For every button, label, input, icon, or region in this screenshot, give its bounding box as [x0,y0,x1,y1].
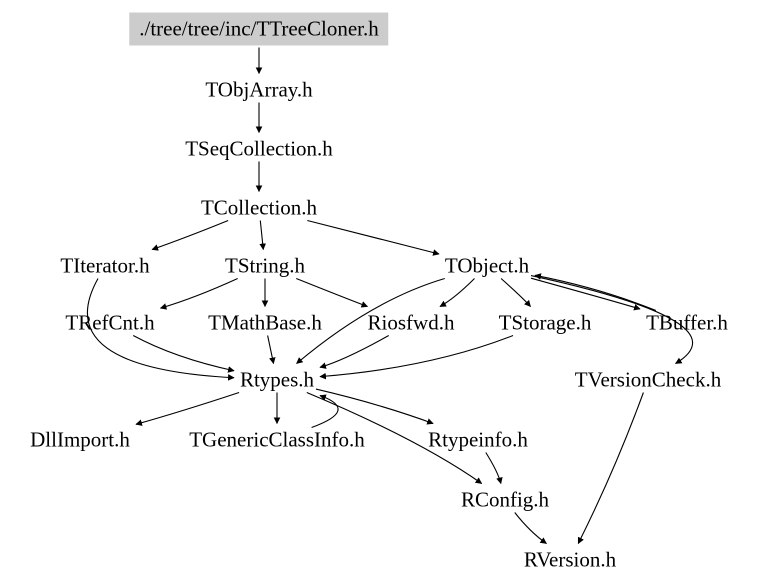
edge-titerator-to-rtypes [87,278,235,381]
graph-node-titerator[interactable]: TIterator.h [60,253,150,278]
edge-riosfwd-to-rtypes [319,335,389,369]
edge-tstring-to-riosfwd [296,277,369,308]
edge-tobject-to-tversioncheck [530,275,694,364]
edge-tobject-to-riosfwd [439,278,475,307]
graph-node-tbuffer[interactable]: TBuffer.h [646,310,728,335]
edge-tobject-to-tbuffer [530,277,641,311]
edge-tcollection-to-tobject [307,219,440,256]
graph-node-tobject[interactable]: TObject.h [444,253,530,278]
edge-tobject-to-tstorage [500,278,531,307]
edge-tversioncheck-to-rversion [577,392,644,545]
edge-rtypeinfo-to-rconfig [485,452,503,485]
edge-trefcnt-to-rtypes [132,335,235,373]
graph-node-rconfig[interactable]: RConfig.h [460,487,550,512]
graph-node-dllimport[interactable]: DllImport.h [30,427,130,452]
edge-tstorage-to-rtypes [319,334,514,380]
edge-tcollection-to-titerator [151,219,229,251]
edge-tbuffer-to-tobject [534,273,657,312]
edge-tobject-to-rtypes [296,277,445,364]
edge-tcollection-to-tstring [259,220,266,251]
graph-node-ttreecloner[interactable]: ./tree/tree/inc/TTreeCloner.h [129,12,389,46]
graph-node-riosfwd[interactable]: Riosfwd.h [367,310,455,335]
graph-node-tversioncheck[interactable]: TVersionCheck.h [574,367,722,392]
edge-rconfig-to-rversion [514,512,547,544]
edge-tgenericclassinfo-to-rtypes [311,394,339,429]
graph-node-rtypes[interactable]: Rtypes.h [239,367,315,392]
edge-tmathbase-to-rtypes [267,335,276,365]
graph-node-trefcnt[interactable]: TRefCnt.h [65,310,155,335]
graph-node-tobjarray[interactable]: TObjArray.h [205,77,313,102]
graph-node-tseqcollection[interactable]: TSeqCollection.h [185,136,333,161]
graph-node-rversion[interactable]: RVersion.h [523,547,617,572]
edge-tstring-to-trefcnt [159,277,238,310]
graph-node-tgenericclassinfo[interactable]: TGenericClassInfo.h [189,427,365,452]
graph-node-tcollection[interactable]: TCollection.h [200,195,318,220]
graph-node-rtypeinfo[interactable]: Rtypeinfo.h [428,427,528,452]
edge-rtypes-to-rconfig [306,391,483,484]
edge-rtypes-to-dllimport [135,391,240,426]
graph-node-tmathbase[interactable]: TMathBase.h [208,310,322,335]
graph-node-tstorage[interactable]: TStorage.h [498,310,592,335]
graph-node-tstring[interactable]: TString.h [225,253,305,278]
edge-rtypes-to-rtypeinfo [315,388,434,425]
